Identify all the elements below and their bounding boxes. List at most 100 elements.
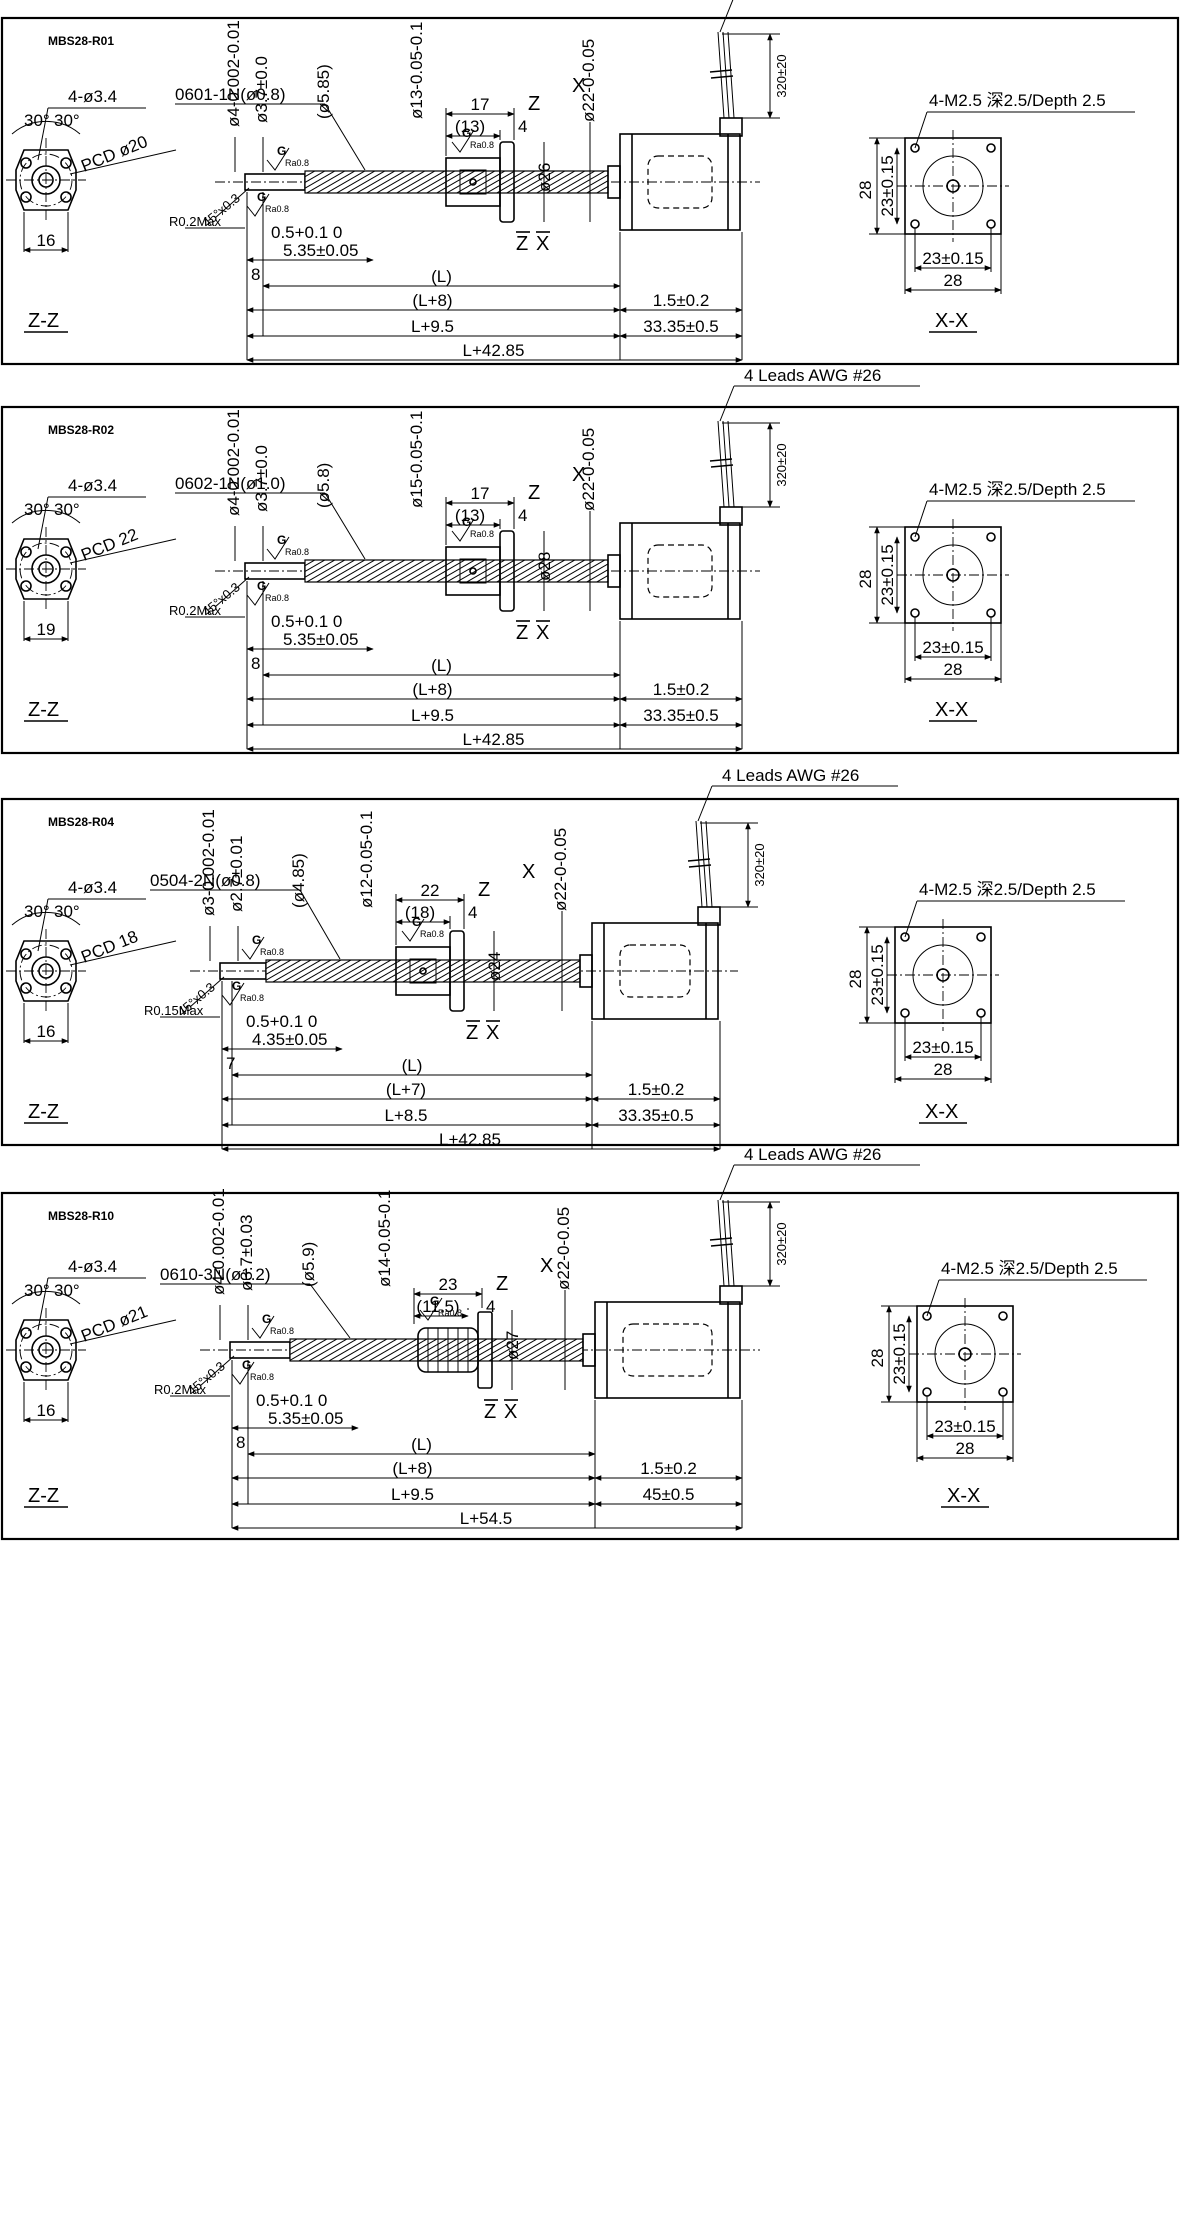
overall-length-value: L+42.85 — [463, 730, 525, 749]
mounting-hole — [60, 948, 72, 960]
face-height-value: 28 — [856, 181, 875, 200]
screw-length-value: (L+7) — [386, 1080, 426, 1099]
mounting-hole — [20, 1327, 32, 1339]
screw-spec-callout: 0601-1N(ø0.8) — [175, 85, 286, 104]
mounting-hole — [20, 546, 32, 558]
screw-length-value: (L+8) — [412, 291, 452, 310]
nut-ball — [419, 967, 427, 975]
motor-body — [594, 1301, 741, 1399]
section-x-bottom: X — [504, 1401, 517, 1423]
hole-height-value: 23±0.15 — [878, 155, 897, 216]
nut-ball — [469, 567, 477, 575]
shoulder-length-value: 8 — [251, 265, 260, 284]
nut-flange — [499, 141, 515, 223]
hole-callout: 4-ø3.4 — [68, 87, 117, 106]
motor-mount-hole — [986, 532, 996, 542]
flange-thickness-value: 4 — [486, 1297, 495, 1316]
mounting-hole — [60, 191, 72, 203]
mounting-hole — [20, 948, 32, 960]
svg-text:G: G — [430, 1294, 439, 1308]
tolerance-callout: 0.5+0.1 0 — [271, 223, 342, 242]
hole-width-value: 23±0.15 — [912, 1038, 973, 1057]
hole-height-value: 23±0.15 — [890, 1323, 909, 1384]
tolerance-callout: 0.5+0.1 0 — [256, 1391, 327, 1410]
ball-nut — [445, 141, 515, 223]
mounting-hole — [60, 1361, 72, 1373]
svg-text:G: G — [412, 915, 421, 929]
section-z-bottom: Z — [516, 622, 528, 644]
nut-length-dims: 17(13)4 — [445, 95, 527, 156]
radius-callout: R0.15Max — [144, 1003, 204, 1018]
hole-width-value: 23±0.15 — [934, 1417, 995, 1436]
mounting-hole — [60, 982, 72, 994]
mounting-hole — [20, 157, 32, 169]
journal-length-value: 5.35±0.05 — [283, 241, 359, 260]
motor-rotor-hidden — [619, 944, 691, 998]
tolerance-callout: 0.5+0.1 0 — [271, 612, 342, 631]
nut-flange — [477, 1311, 493, 1389]
angle-label-left: 30° — [24, 1281, 50, 1300]
angle-label-right: 30° — [54, 500, 80, 519]
journal-diameter-2: ø3.7±0.0 — [252, 445, 271, 512]
svg-text:Ra0.8: Ra0.8 — [470, 529, 494, 539]
overall-length-value: L+54.5 — [460, 1509, 512, 1528]
hole-width-value: 23±0.15 — [922, 249, 983, 268]
tolerance-callout: 0.5+0.1 0 — [246, 1012, 317, 1031]
leads-callout: 4 Leads AWG #26 — [744, 1145, 881, 1164]
journal-diameter: ø3-0.002-0.01 — [199, 809, 218, 916]
model-label: MBS28-R10 — [48, 1209, 114, 1223]
screw-length-value: (L+8) — [412, 680, 452, 699]
width-value: 16 — [37, 231, 56, 250]
thread-root-diameter: (ø5.8) — [314, 463, 333, 508]
section-zz-label: Z-Z — [28, 699, 59, 721]
section-x-bottom: X — [536, 233, 549, 255]
face-height-value: 28 — [868, 1349, 887, 1368]
nut-body-length-value: (11.5) — [416, 1297, 459, 1316]
nut-length-value: 17 — [471, 484, 490, 503]
flange-outline — [15, 149, 77, 211]
screw-spec-callout: 0602-1N(ø1.0) — [175, 474, 286, 493]
panel-frame — [0, 16, 1180, 366]
stepper-motor — [582, 1285, 743, 1399]
nut-length-dims: 17(13)4 — [445, 484, 527, 545]
motor-mount-hole — [976, 932, 986, 942]
overall-length-value: L+42.85 — [439, 1130, 501, 1149]
svg-text:Ra0.8: Ra0.8 — [438, 1308, 462, 1318]
motor-mount-hole — [900, 1008, 910, 1018]
nut-flange — [499, 530, 515, 612]
thread-root-diameter: (ø5.9) — [299, 1242, 318, 1287]
nut-body-diameter: ø14-0.05-0.1 — [375, 1190, 394, 1287]
motor-length-value: 33.35±0.5 — [618, 1106, 694, 1125]
section-z-bottom: Z — [516, 233, 528, 255]
hole-callout: 4-ø3.4 — [68, 878, 117, 897]
lead-length-value: 320±20 — [774, 443, 789, 486]
section-zz-label: Z-Z — [28, 1101, 59, 1123]
angle-arc — [11, 1290, 81, 1305]
mount-hole-callout: 4-M2.5 深2.5/Depth 2.5 — [919, 880, 1096, 899]
motor-body — [619, 133, 741, 231]
section-xx-label: X-X — [947, 1485, 980, 1507]
mount-hole-callout: 4-M2.5 深2.5/Depth 2.5 — [941, 1259, 1118, 1278]
nut-return — [409, 958, 437, 984]
section-x-top: X — [572, 464, 585, 486]
motor-mount-hole — [910, 143, 920, 153]
pilot-offset-value: 1.5±0.2 — [628, 1080, 685, 1099]
lead-length-value: 320±20 — [752, 843, 767, 886]
nut-return — [459, 558, 487, 584]
svg-text:Ra0.8: Ra0.8 — [270, 1326, 294, 1336]
face-width-value: 28 — [934, 1060, 953, 1079]
mounting-hole — [60, 1327, 72, 1339]
motor-mount-hole — [976, 1008, 986, 1018]
svg-text:G: G — [257, 579, 266, 593]
